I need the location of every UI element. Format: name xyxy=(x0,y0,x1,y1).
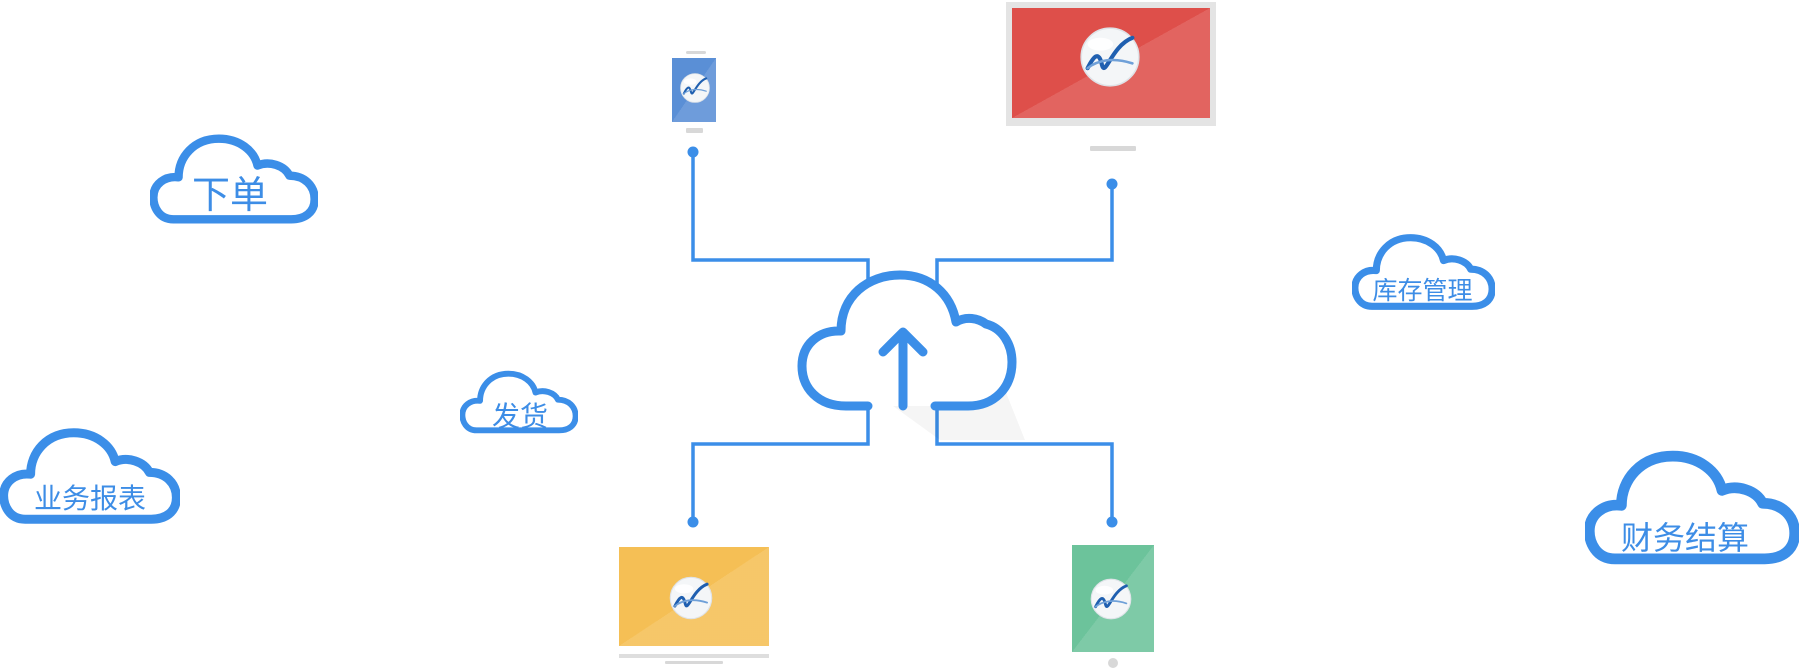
monitor-device xyxy=(1006,2,1216,151)
connector-phone xyxy=(691,152,870,292)
checkmark-logo-icon xyxy=(1081,28,1139,86)
laptop-device xyxy=(619,547,769,664)
phone-device xyxy=(672,51,716,133)
checkmark-logo-icon xyxy=(1089,577,1133,621)
cloud-upload-icon xyxy=(797,270,1025,440)
connector-monitor xyxy=(935,184,1114,292)
connector-lines xyxy=(691,152,1114,522)
checkmark-logo-icon xyxy=(679,72,711,104)
tablet-device xyxy=(1072,545,1154,668)
connector-dots xyxy=(687,146,1118,528)
checkmark-logo-icon xyxy=(668,575,714,621)
cloud-label-inventory: 库存管理 xyxy=(1372,276,1473,305)
cloud-label-report: 业务报表 xyxy=(33,482,146,515)
cloud-label-order: 下单 xyxy=(191,173,268,217)
connector-tablet xyxy=(935,410,1114,522)
connector-laptop xyxy=(691,410,870,522)
cloud-label-finance: 财务结算 xyxy=(1620,519,1749,557)
cloud-label-ship: 发货 xyxy=(491,400,548,433)
